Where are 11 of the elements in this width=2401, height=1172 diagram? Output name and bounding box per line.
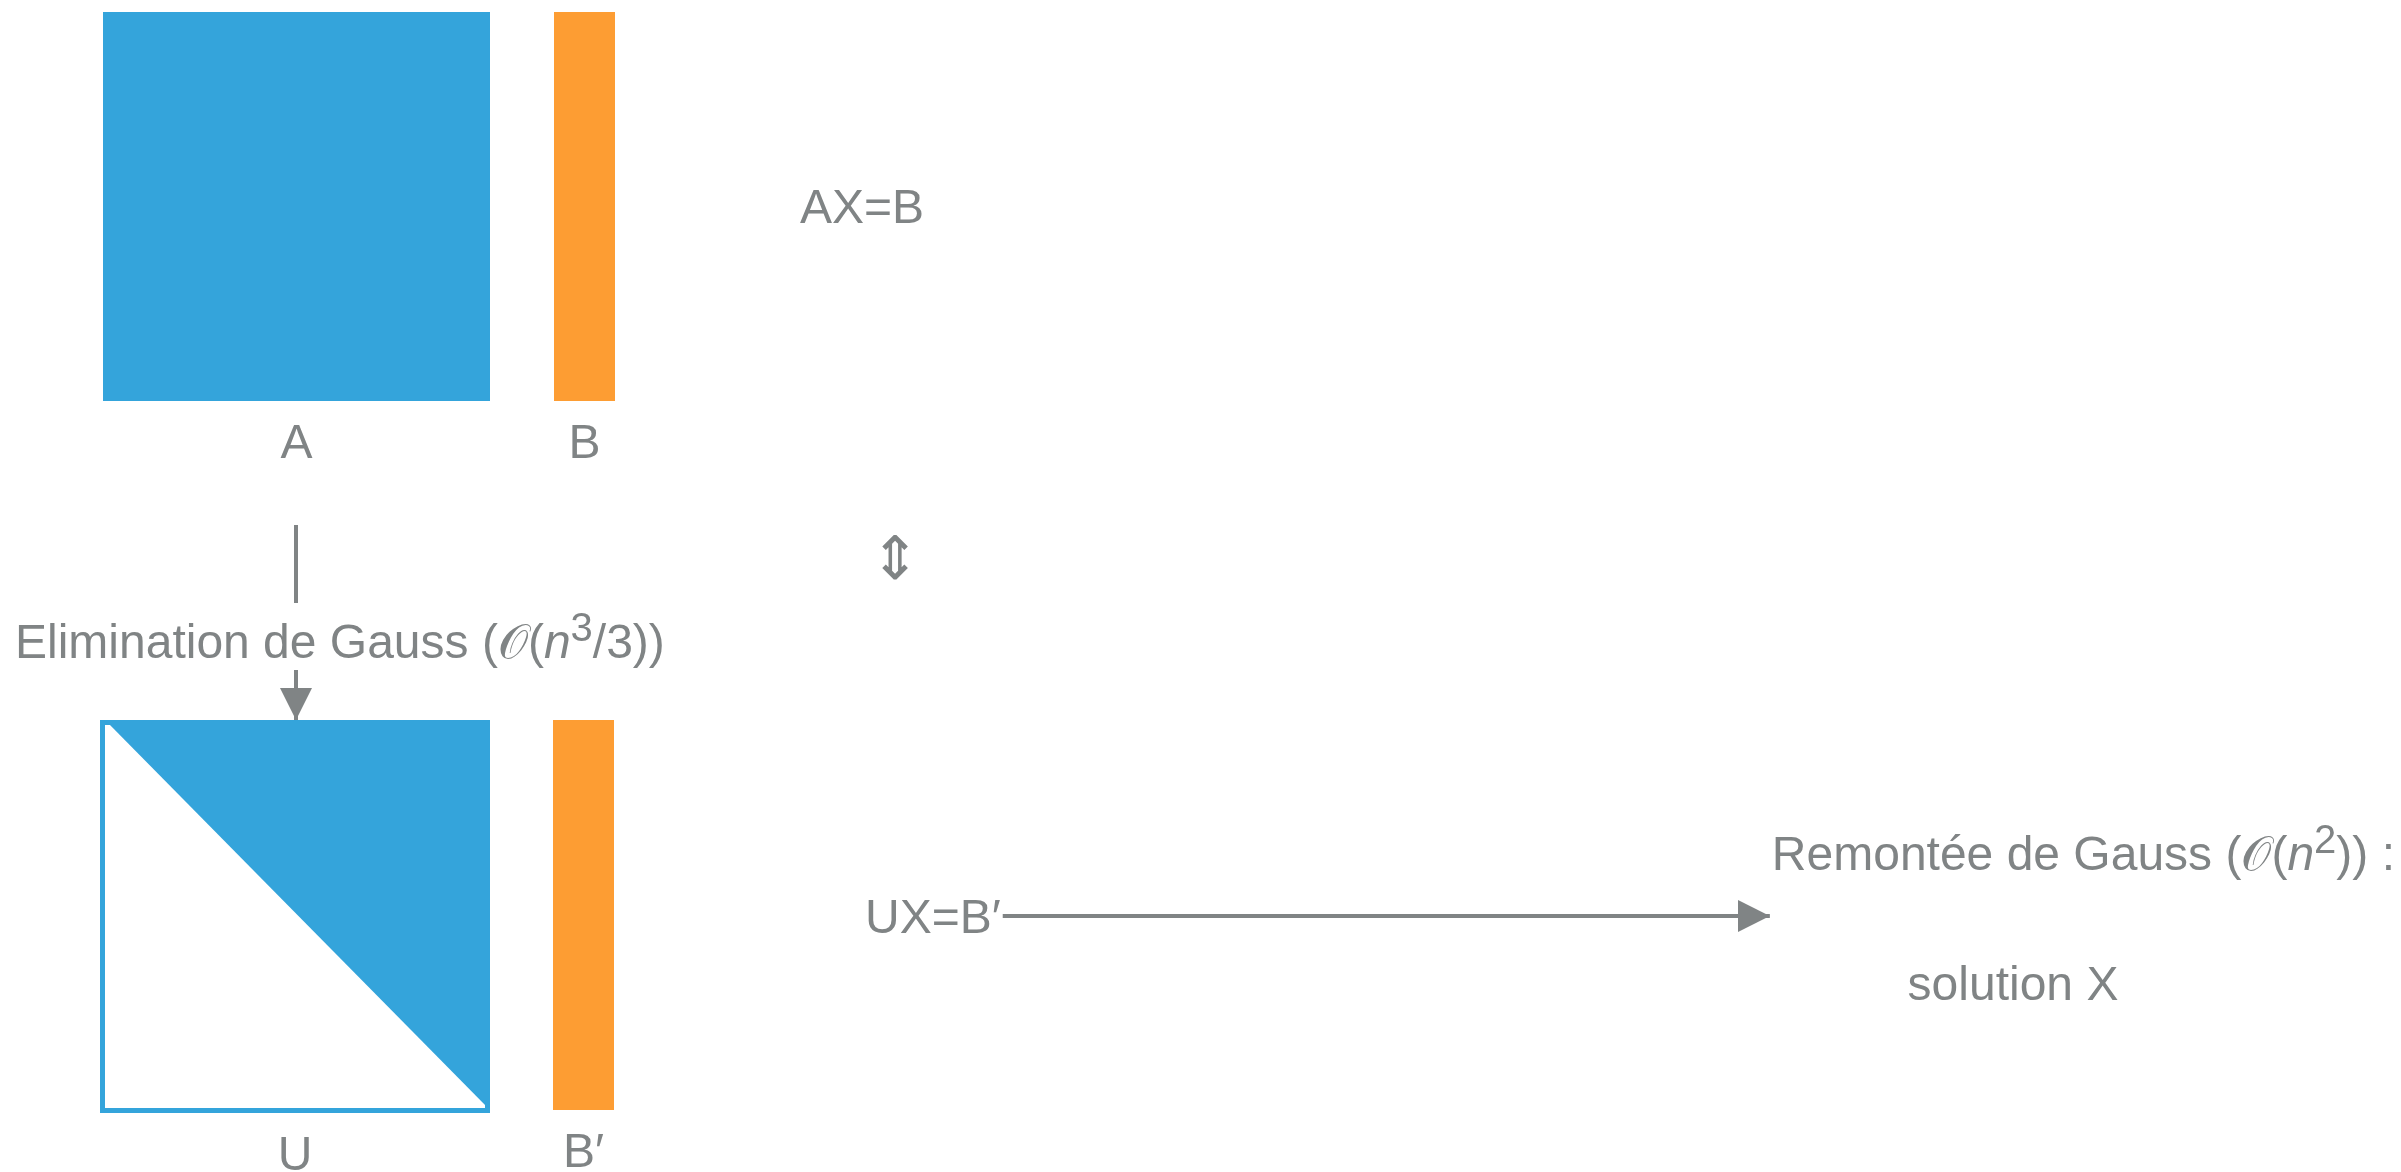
edge-label: Elimination de Gauss (𝒪(n$^{3}$/3)) [15, 602, 665, 671]
matrix-label: B [568, 414, 601, 470]
equivalence-symbol: ⇕ [870, 522, 921, 594]
matrix-label: U [277, 1126, 313, 1172]
matrix-label: A [280, 414, 313, 470]
equation-text: UX=B′ [865, 889, 1002, 945]
equation-text: AX=B [800, 179, 926, 235]
matrix-label: B′ [563, 1123, 604, 1172]
result-text: solution X [1907, 956, 2119, 1012]
step-title: Remontée de Gauss (𝒪(n$^{2}$)) : [1770, 816, 2395, 882]
arrow [1002, 900, 1770, 932]
